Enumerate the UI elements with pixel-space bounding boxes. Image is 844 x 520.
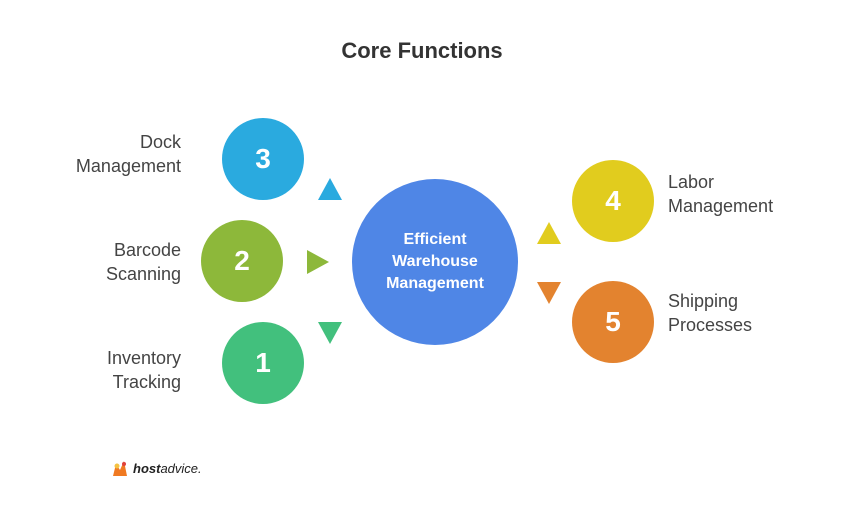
center-circle: Efficient Warehouse Management: [352, 179, 518, 345]
circle-4: 4: [572, 160, 654, 242]
arrow-down-icon: [318, 322, 342, 344]
diagram-title: Core Functions: [341, 38, 503, 63]
circle-3: 3: [222, 118, 304, 200]
hostadvice-logo-icon: [113, 461, 127, 476]
arrow-up-icon: [318, 178, 342, 200]
hostadvice-logo: hostadvice.: [110, 458, 202, 478]
label-shipping-processes: Shipping Processes: [668, 291, 753, 335]
arrow-up-icon: [537, 222, 561, 244]
circle-2: 2: [201, 220, 283, 302]
label-labor-management: Labor Management: [668, 172, 774, 216]
arrow-down-icon: [537, 282, 561, 304]
center-label: Efficient Warehouse Management: [386, 231, 484, 292]
circle-5: 5: [572, 281, 654, 363]
arrow-right-icon: [307, 250, 329, 274]
circle-1: 1: [222, 322, 304, 404]
label-barcode-scanning: Barcode Scanning: [105, 240, 181, 284]
label-dock-management: Dock Management: [75, 132, 181, 176]
label-inventory-tracking: Inventory Tracking: [106, 348, 181, 392]
